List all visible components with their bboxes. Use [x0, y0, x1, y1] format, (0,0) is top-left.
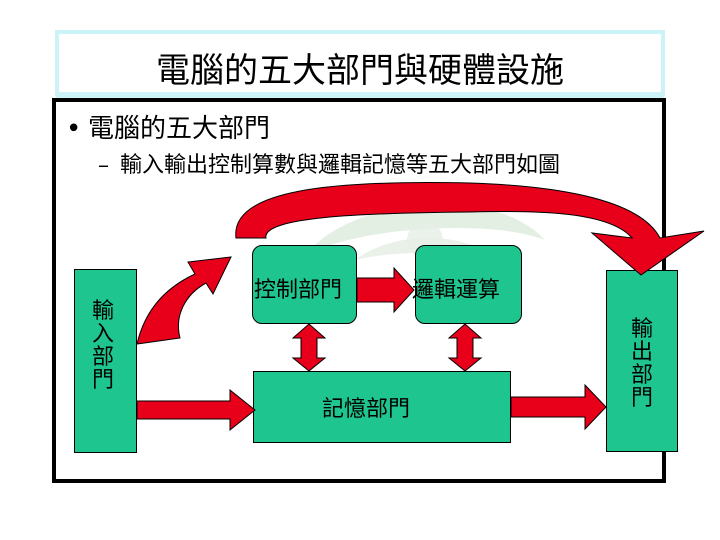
curved-arrow-input-to-control-icon — [136, 256, 232, 345]
output-unit-label: 輸出部門 — [630, 317, 653, 411]
arrow-memory-to-output-icon — [510, 383, 607, 431]
slide-title: 電腦的五大部門與硬體設施 — [156, 51, 564, 91]
bullet-marker: • — [66, 114, 82, 144]
control-unit-label: 控制部門 — [254, 278, 343, 303]
memory-unit-box — [253, 371, 511, 443]
bullet-level1-text: 電腦的五大部門 — [88, 114, 271, 144]
arrow-control-memory-bidirectional-icon — [291, 323, 327, 372]
bullet-level2: –輸入輸出控制算數與邏輯記憶等五大部門如圖 — [98, 150, 658, 182]
frame-accent — [56, 94, 664, 100]
arrow-input-to-memory-icon — [136, 388, 256, 432]
arrow-control-to-alu-icon — [356, 266, 415, 314]
input-unit-label: 輸入部門 — [91, 299, 114, 393]
bullet-dash: – — [98, 153, 109, 178]
bullet-level1: •電腦的五大部門 — [66, 108, 270, 145]
control-unit-box — [252, 245, 357, 324]
curved-arrow-control-to-output-icon — [235, 182, 705, 276]
alu-box — [415, 245, 522, 324]
alu-label: 邏輯運算 — [412, 278, 501, 303]
input-unit-box — [74, 269, 137, 453]
bullet-level2-text: 輸入輸出控制算數與邏輯記憶等五大部門如圖 — [120, 153, 561, 178]
arrow-alu-memory-bidirectional-icon — [447, 323, 483, 372]
memory-unit-label: 記憶部門 — [322, 397, 411, 422]
